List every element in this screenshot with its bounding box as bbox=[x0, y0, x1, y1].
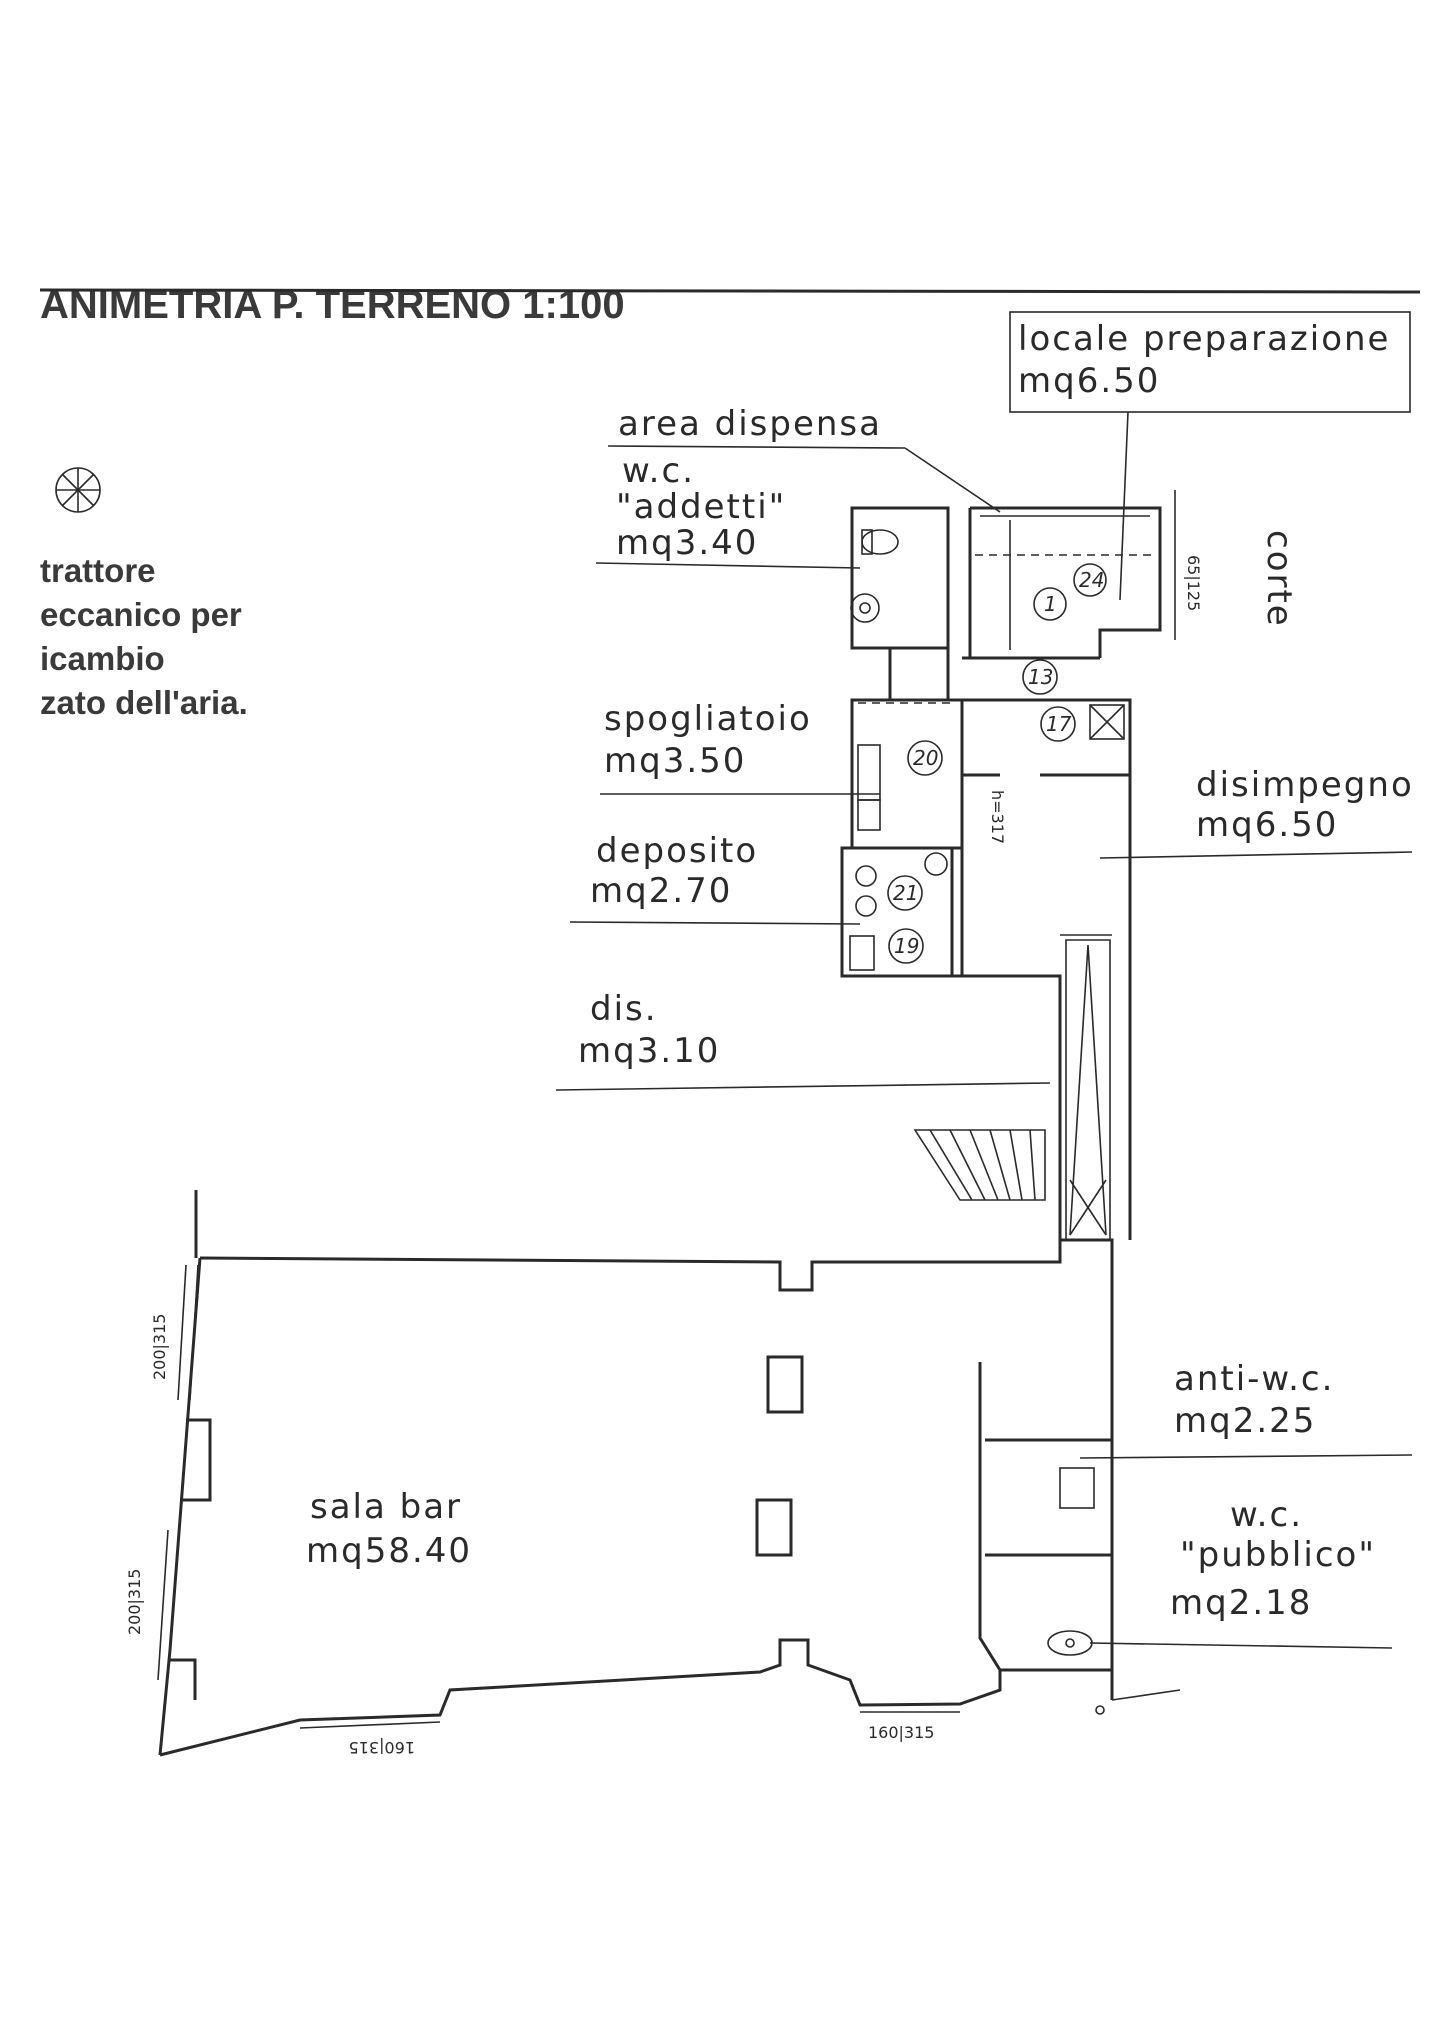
label-corte: corte bbox=[1259, 530, 1299, 628]
title-rule bbox=[39, 288, 1421, 294]
room-name-anti-wc: anti-w.c. bbox=[1174, 1359, 1334, 1399]
service-block-walls bbox=[840, 506, 1162, 1241]
room-name-wc-addetti: w.c. bbox=[622, 451, 695, 491]
room-area-wc-addetti: mq3.40 bbox=[616, 523, 758, 563]
label-sala-bar: sala bar mq58.40 bbox=[306, 1487, 472, 1571]
note-line-3: icambio bbox=[40, 640, 165, 677]
deposito-fixtures bbox=[849, 852, 948, 971]
fixture-number-24: 24 bbox=[1079, 568, 1104, 592]
room-name2-wc-addetti: "addetti" bbox=[616, 487, 786, 527]
room-area-deposito: mq2.70 bbox=[590, 871, 732, 911]
window-bottom-left: 160|315 bbox=[349, 1738, 415, 1757]
fixture-number-20: 20 bbox=[913, 746, 938, 770]
room-area-locale-preparazione: mq6.50 bbox=[1018, 361, 1160, 401]
room-area-disimpegno: mq6.50 bbox=[1196, 805, 1338, 845]
room-area-anti-wc: mq2.25 bbox=[1174, 1401, 1316, 1441]
label-disimpegno: disimpegno mq6.50 bbox=[1099, 765, 1414, 859]
room-name-locale-preparazione: locale preparazione bbox=[1018, 319, 1390, 359]
label-anti-wc: anti-w.c. mq2.25 bbox=[1079, 1359, 1413, 1459]
toilet-icon bbox=[1047, 1630, 1093, 1656]
window-left-lower: 200|315 bbox=[125, 1529, 169, 1681]
window-left-upper: 200|315 bbox=[150, 1264, 199, 1401]
locker-icon bbox=[857, 744, 881, 831]
room-name-wc-pubblico: w.c. bbox=[1230, 1495, 1303, 1535]
dim-window-left-upper: 200|315 bbox=[150, 1314, 169, 1380]
room-area-wc-pubblico: mq2.18 bbox=[1170, 1583, 1312, 1623]
dim-window-bottom-right: 160|315 bbox=[868, 1723, 934, 1742]
label-spogliatoio: spogliatoio mq3.50 bbox=[600, 699, 880, 795]
sala-bar-walls bbox=[158, 1190, 1181, 1757]
room-name-sala-bar: sala bar bbox=[310, 1487, 462, 1527]
label-dis: dis. mq3.10 bbox=[555, 989, 1051, 1091]
room-name-disimpegno: disimpegno bbox=[1196, 765, 1414, 805]
label-deposito: deposito mq2.70 bbox=[569, 831, 861, 925]
note-line-4: zato dell'aria. bbox=[40, 684, 248, 721]
window-bottom-right: 160|315 bbox=[868, 1723, 934, 1742]
staircase bbox=[913, 1129, 1046, 1201]
room-area-spogliatoio: mq3.50 bbox=[604, 741, 746, 781]
label-locale-preparazione: locale preparazione mq6.50 bbox=[1009, 311, 1411, 601]
room-name2-wc-pubblico: "pubblico" bbox=[1180, 1535, 1376, 1575]
room-name-dis: dis. bbox=[590, 989, 658, 1029]
fixture-number-1: 1 bbox=[1044, 592, 1057, 616]
fixture-number-17: 17 bbox=[1046, 712, 1072, 736]
dim-window-corte: 65|125 bbox=[1184, 555, 1203, 611]
window-corte: 65|125 bbox=[1174, 490, 1203, 640]
label-wc-pubblico: w.c. "pubblico" mq2.18 bbox=[1089, 1495, 1393, 1649]
dim-height-disimpegno: h=317 bbox=[988, 790, 1007, 844]
dim-window-bottom-left: 160|315 bbox=[349, 1738, 415, 1757]
ventilation-note: trattore eccanico per icambio zato dell'… bbox=[40, 552, 248, 721]
note-line-2: eccanico per bbox=[40, 596, 242, 633]
fixture-number-19: 19 bbox=[894, 934, 919, 958]
fixture-number-21: 21 bbox=[893, 881, 918, 905]
fixture-number-13: 13 bbox=[1028, 665, 1053, 689]
shower-icon bbox=[1089, 704, 1125, 740]
survey-point bbox=[1095, 1705, 1105, 1715]
toilet-icon bbox=[861, 529, 899, 555]
compass-icon bbox=[55, 467, 101, 513]
note-line-1: trattore bbox=[40, 552, 156, 589]
room-name-deposito: deposito bbox=[596, 831, 758, 871]
room-area-dis: mq3.10 bbox=[578, 1031, 720, 1071]
label-area-dispensa: area dispensa bbox=[607, 404, 1001, 513]
room-area-sala-bar: mq58.40 bbox=[306, 1531, 472, 1571]
sink-icon bbox=[850, 593, 880, 623]
label-wc-addetti: w.c. "addetti" mq3.40 bbox=[595, 451, 861, 569]
room-name-spogliatoio: spogliatoio bbox=[604, 699, 812, 739]
room-name-area-dispensa: area dispensa bbox=[618, 404, 882, 444]
fixture-numbers: 24 1 13 17 20 21 19 bbox=[887, 563, 1107, 964]
dim-window-left-lower: 200|315 bbox=[125, 1569, 144, 1635]
